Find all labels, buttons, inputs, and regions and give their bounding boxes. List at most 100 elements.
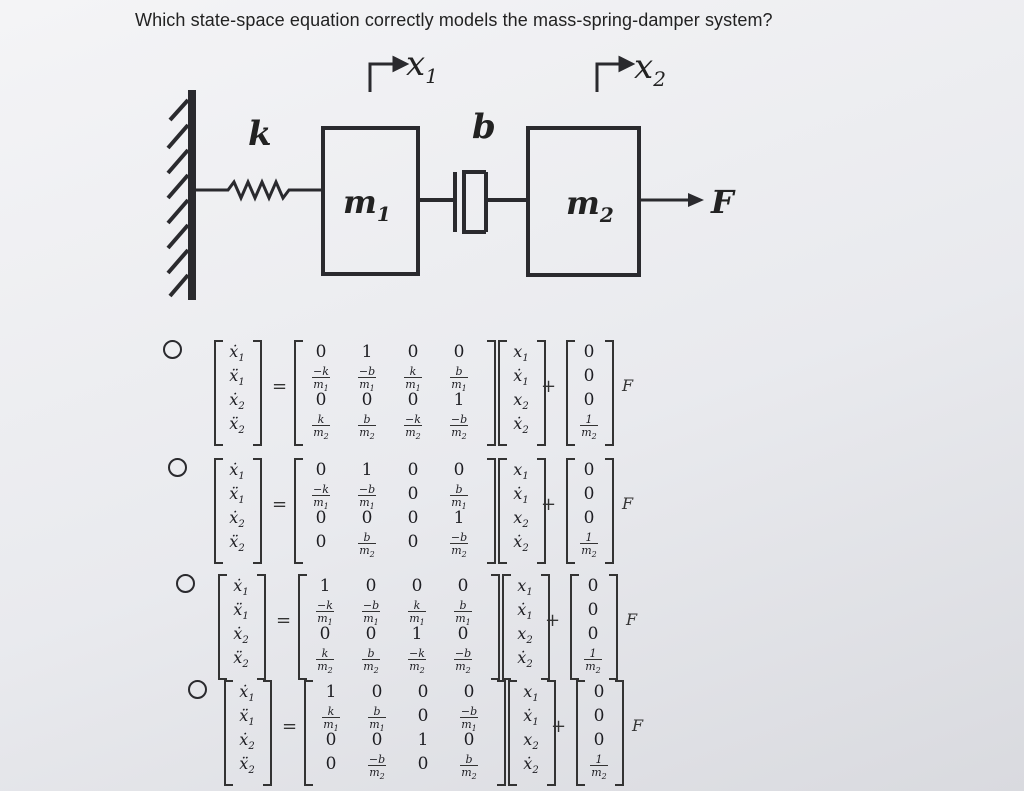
input-entry: 0 xyxy=(587,600,599,620)
matrix-entry: 1 xyxy=(361,460,373,480)
lhs-vector-entry: ẍ1 xyxy=(233,600,249,623)
bracket-left xyxy=(294,340,303,446)
matrix-entry: 0 xyxy=(361,508,373,528)
bracket-left xyxy=(304,680,313,786)
lhs-vector-entry: ẋ2 xyxy=(239,730,255,753)
mass2-label: m2 xyxy=(566,184,614,227)
plus-sign: + xyxy=(551,716,567,737)
x1-arrow-icon xyxy=(368,55,410,92)
bracket-right xyxy=(253,340,262,446)
input-entry: 0 xyxy=(587,624,599,644)
bracket-right xyxy=(487,458,496,564)
state-vector-entry: ẋ1 xyxy=(513,366,529,389)
spring-label: k xyxy=(248,114,272,154)
bracket-left xyxy=(218,574,227,680)
input-entry: 0 xyxy=(593,730,605,750)
x2-label: x2 xyxy=(634,47,666,91)
matrix-entry: 1 xyxy=(411,624,423,644)
force-arrow-icon xyxy=(640,193,704,207)
bracket-right xyxy=(615,680,624,786)
mass1-label: m1 xyxy=(343,183,391,226)
force-input-label: F xyxy=(622,494,634,513)
answer-radio-button[interactable] xyxy=(188,680,207,699)
matrix-entry: 0 xyxy=(371,682,383,702)
matrix-entry: 0 xyxy=(365,624,377,644)
matrix-entry: 0 xyxy=(407,460,419,480)
matrix-entry: 0 xyxy=(417,754,429,774)
matrix-entry: 0 xyxy=(463,730,475,750)
input-entry: 0 xyxy=(593,682,605,702)
bracket-left xyxy=(298,574,307,680)
force-label: F xyxy=(710,183,736,221)
state-vector-entry: x2 xyxy=(523,730,539,753)
bracket-left xyxy=(498,340,507,446)
state-vector-entry: x1 xyxy=(523,682,539,705)
matrix-entry: 0 xyxy=(457,576,469,596)
answer-radio-button[interactable] xyxy=(163,340,182,359)
matrix-entry: 0 xyxy=(411,576,423,596)
bracket-right xyxy=(547,680,556,786)
input-entry: 0 xyxy=(583,484,595,504)
matrix-entry: 0 xyxy=(407,342,419,362)
bracket-left xyxy=(566,458,575,564)
state-vector-entry: x2 xyxy=(513,508,529,531)
matrix-entry: 0 xyxy=(315,532,327,552)
bracket-right xyxy=(497,680,506,786)
bracket-right xyxy=(263,680,272,786)
matrix-entry: 1 xyxy=(361,342,373,362)
input-entry: 0 xyxy=(587,576,599,596)
bracket-left xyxy=(224,680,233,786)
matrix-entry: 0 xyxy=(319,624,331,644)
lhs-vector-entry: ẋ1 xyxy=(239,682,255,705)
matrix-entry: 1 xyxy=(453,508,465,528)
bracket-left xyxy=(566,340,575,446)
bracket-left xyxy=(570,574,579,680)
bracket-right xyxy=(609,574,618,680)
state-vector-entry: x2 xyxy=(513,390,529,413)
matrix-entry: 0 xyxy=(361,390,373,410)
lhs-vector-entry: ẋ2 xyxy=(233,624,249,647)
state-vector-entry: ẋ2 xyxy=(513,532,529,555)
matrix-entry: 0 xyxy=(453,342,465,362)
spring-icon xyxy=(196,178,322,202)
bracket-left xyxy=(214,458,223,564)
lhs-vector-entry: ẍ2 xyxy=(233,648,249,671)
matrix-entry: 0 xyxy=(365,576,377,596)
bracket-left xyxy=(498,458,507,564)
state-vector-entry: ẋ1 xyxy=(513,484,529,507)
answer-radio-button[interactable] xyxy=(168,458,187,477)
matrix-entry: 0 xyxy=(407,532,419,552)
matrix-entry: 0 xyxy=(417,682,429,702)
state-vector-entry: ẋ2 xyxy=(517,648,533,671)
bracket-right xyxy=(487,340,496,446)
matrix-entry: 1 xyxy=(417,730,429,750)
bracket-left xyxy=(214,340,223,446)
lhs-vector-entry: ẋ1 xyxy=(233,576,249,599)
state-vector-entry: ẋ1 xyxy=(517,600,533,623)
answer-radio-button[interactable] xyxy=(176,574,195,593)
matrix-entry: 0 xyxy=(315,460,327,480)
question-text: Which state-space equation correctly mod… xyxy=(135,10,773,30)
matrix-entry: 0 xyxy=(315,342,327,362)
